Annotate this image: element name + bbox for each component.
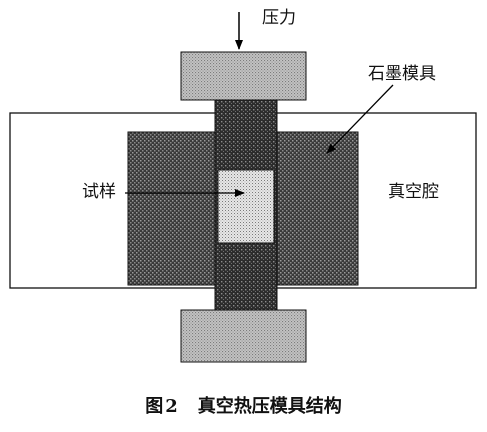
- sample: [217, 169, 275, 244]
- pressure-label: 压力: [262, 8, 296, 28]
- top-press-block: [180, 51, 307, 101]
- caption-figure: 图: [145, 396, 164, 417]
- caption-title: 真空热压模具结构: [197, 396, 342, 417]
- mold-leader-arrow: [326, 84, 394, 154]
- bottom-press-block: [180, 309, 307, 363]
- chamber-label: 真空腔: [388, 182, 439, 202]
- mold-label: 石墨模具: [368, 64, 436, 84]
- sample-label: 试样: [82, 182, 116, 202]
- caption-number: 2: [165, 396, 178, 417]
